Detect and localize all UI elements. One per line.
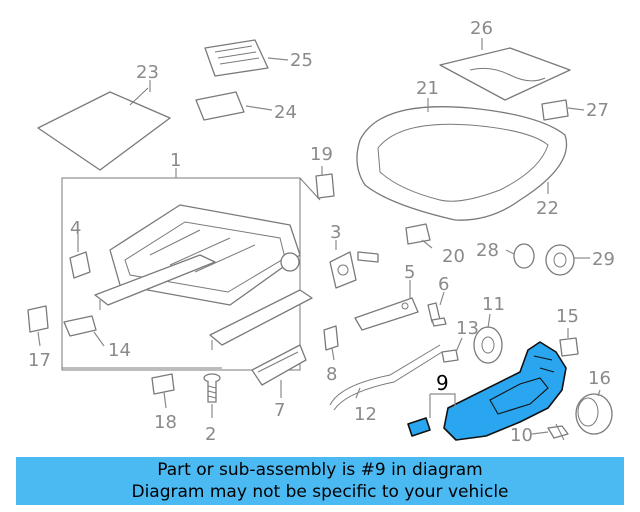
callout-4: 4 — [70, 218, 81, 239]
cover-part-11 — [473, 326, 503, 364]
seat-side-shield-part-9 — [407, 341, 567, 441]
seat-frame-box-outline — [61, 177, 321, 369]
callout-3: 3 — [330, 222, 341, 243]
callout-27: 27 — [586, 100, 609, 121]
callout-19: 19 — [310, 144, 333, 165]
trim-part-7 — [251, 344, 307, 386]
callout-6: 6 — [438, 274, 449, 295]
callout-29: 29 — [592, 249, 615, 270]
callout-23: 23 — [136, 62, 159, 83]
clip-part-18 — [151, 373, 175, 395]
callout-13: 13 — [456, 318, 479, 339]
clip-part-20 — [405, 223, 431, 245]
callout-7: 7 — [274, 400, 285, 421]
callout-5: 5 — [404, 262, 415, 283]
callout-9-highlighted: 9 — [436, 371, 449, 395]
motor-part-29 — [545, 244, 575, 276]
screw-part-10 — [547, 423, 569, 441]
callout-20: 20 — [442, 246, 465, 267]
callout-21: 21 — [416, 78, 439, 99]
callout-15: 15 — [556, 306, 579, 327]
cushion-part-21 — [356, 106, 568, 221]
pad-part-23 — [37, 87, 171, 171]
callout-17: 17 — [28, 350, 51, 371]
callout-26: 26 — [470, 18, 493, 39]
bolt-part-6 — [427, 302, 447, 327]
clip-part-17 — [27, 305, 49, 333]
clip-part-4 — [69, 238, 91, 279]
clip-part-8 — [323, 325, 339, 351]
clip-part-15 — [559, 337, 579, 357]
callout-1: 1 — [170, 150, 181, 171]
recliner-part-3 — [329, 251, 379, 289]
callout-18: 18 — [154, 412, 177, 433]
callout-2: 2 — [205, 424, 216, 445]
leader-lines — [37, 38, 601, 435]
callout-25: 25 — [290, 50, 313, 71]
clip-part-19 — [315, 173, 335, 199]
knob-part-16 — [575, 393, 613, 435]
callout-12: 12 — [354, 404, 377, 425]
mat-part-26 — [439, 47, 571, 101]
callout-10: 10 — [510, 425, 533, 446]
callout-8: 8 — [326, 364, 337, 385]
callout-28: 28 — [476, 240, 499, 261]
bracket-part-5 — [354, 297, 419, 331]
connector-part-27 — [541, 99, 569, 121]
banner-line-2: Diagram may not be specific to your vehi… — [131, 482, 509, 502]
callout-22: 22 — [536, 198, 559, 219]
info-banner: Part or sub-assembly is #9 in diagram Di… — [16, 457, 624, 505]
callout-11: 11 — [482, 294, 505, 315]
banner-line-1: Part or sub-assembly is #9 in diagram — [157, 460, 483, 480]
callout-14: 14 — [108, 340, 131, 361]
module-part-25 — [204, 39, 269, 77]
bracket-part-14 — [63, 315, 97, 337]
cable-part-12 — [329, 344, 443, 411]
callout-16: 16 — [588, 368, 611, 389]
bolt-part-2 — [203, 373, 221, 403]
seat-frame-part — [94, 204, 313, 350]
callout-labels: 1 2 3 4 5 6 7 8 9 10 11 12 13 14 15 16 1… — [28, 18, 615, 446]
module-part-24 — [195, 91, 245, 121]
disc-part-28 — [513, 243, 535, 269]
bolt-part-13 — [441, 349, 459, 363]
callout-24: 24 — [274, 102, 297, 123]
